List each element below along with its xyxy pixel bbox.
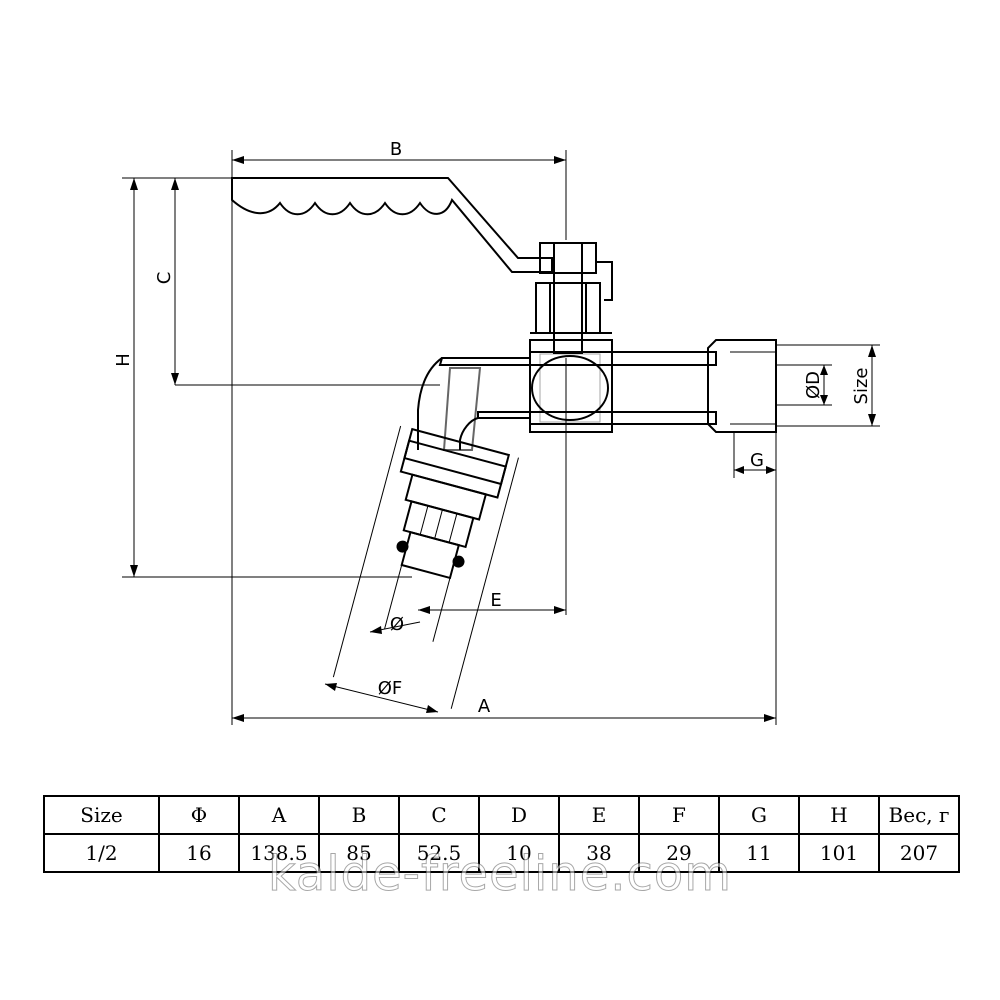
value-weight: 207	[878, 833, 960, 873]
table-header-row: Size Φ A B C D E F G H Вес, г	[43, 795, 960, 835]
value-c: 52.5	[398, 833, 480, 873]
label-C: C	[154, 272, 175, 285]
header-e: E	[558, 795, 640, 835]
value-b: 85	[318, 833, 400, 873]
header-c: C	[398, 795, 480, 835]
value-e: 38	[558, 833, 640, 873]
label-D: ØD	[803, 371, 824, 399]
header-weight: Вес, г	[878, 795, 960, 835]
header-phi: Φ	[158, 795, 240, 835]
header-g: G	[718, 795, 800, 835]
label-A: A	[478, 696, 491, 717]
label-size: Size	[851, 368, 872, 405]
label-H: H	[113, 353, 134, 367]
table-row: 1/2 16 138.5 85 52.5 10 38 29 11 101 207	[43, 833, 960, 873]
value-phi: 16	[158, 833, 240, 873]
handle-lever	[231, 177, 553, 273]
value-a: 138.5	[238, 833, 320, 873]
label-phi: Ø	[390, 614, 404, 635]
label-F: ØF	[378, 678, 403, 699]
header-size: Size	[43, 795, 160, 835]
valve-body	[438, 339, 777, 433]
header-f: F	[638, 795, 720, 835]
value-d: 10	[478, 833, 560, 873]
value-h: 101	[798, 833, 880, 873]
value-f: 29	[638, 833, 720, 873]
label-B: B	[390, 139, 402, 160]
valve-technical-drawing: B C H ØD Size G E Ø ØF A	[113, 139, 880, 725]
header-a: A	[238, 795, 320, 835]
stem-assembly	[530, 242, 613, 354]
spout	[417, 357, 482, 451]
value-size: 1/2	[43, 833, 160, 873]
dimension-lines	[122, 150, 880, 725]
value-g: 11	[718, 833, 800, 873]
header-b: B	[318, 795, 400, 835]
header-h: H	[798, 795, 880, 835]
label-G: G	[750, 450, 764, 471]
dimensions-table: Size Φ A B C D E F G H Вес, г 1/2 16 138…	[43, 795, 960, 873]
label-E: E	[490, 590, 501, 611]
header-d: D	[478, 795, 560, 835]
hose-connector	[332, 425, 519, 709]
